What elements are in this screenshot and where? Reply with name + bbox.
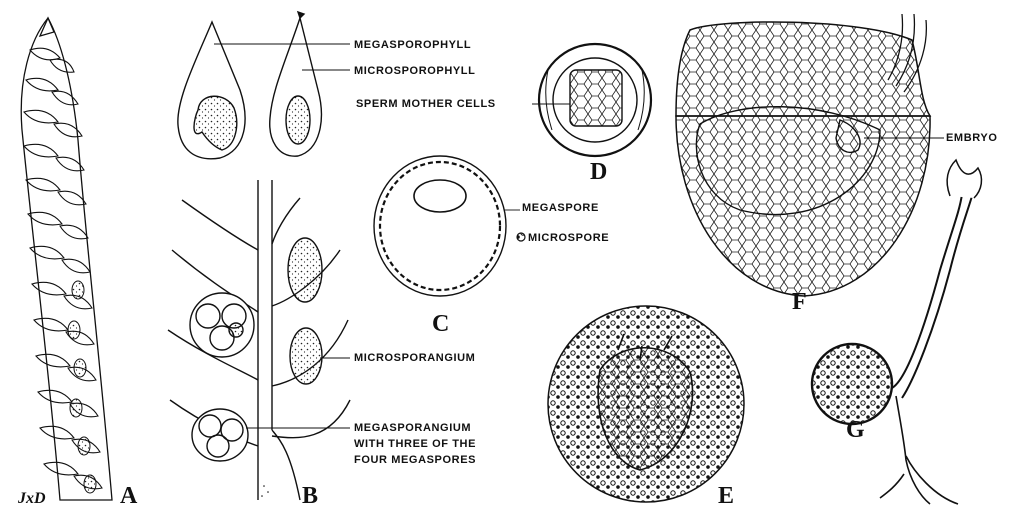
figure-a-strobilus bbox=[21, 18, 112, 500]
figure-letter-a: A bbox=[120, 484, 137, 508]
label-megasporangium-line1: MEGASPORANGIUM bbox=[354, 421, 471, 435]
figure-f-prothallus-embryo bbox=[676, 14, 944, 296]
figure-d-sperm-mother-cells bbox=[532, 44, 651, 156]
figure-letter-d: D bbox=[590, 160, 607, 184]
label-microspore: MICROSPORE bbox=[528, 231, 609, 245]
figure-letter-f: F bbox=[792, 290, 807, 314]
label-megasporangium-line3: FOUR MEGASPORES bbox=[354, 453, 476, 467]
figure-e-germinating-megaspore bbox=[548, 306, 744, 502]
label-megaspore: MEGASPORE bbox=[522, 201, 599, 215]
label-megasporangium-line2: WITH THREE OF THE bbox=[354, 437, 476, 451]
artist-signature: JxD bbox=[18, 490, 46, 508]
figure-c-megaspore bbox=[374, 156, 525, 296]
figure-letter-e: E bbox=[718, 484, 734, 508]
figure-letter-g: G bbox=[846, 418, 865, 442]
figure-letter-c: C bbox=[432, 312, 449, 336]
figure-letter-b: B bbox=[302, 484, 318, 508]
figure-b-sporophylls bbox=[168, 12, 350, 500]
label-megasporophyll: MEGASPOROPHYLL bbox=[354, 38, 471, 52]
label-sperm-mother-cells: SPERM MOTHER CELLS bbox=[356, 97, 496, 111]
label-microsporophyll: MICROSPOROPHYLL bbox=[354, 64, 475, 78]
label-microsporangium: MICROSPORANGIUM bbox=[354, 351, 475, 365]
label-embryo: EMBRYO bbox=[946, 131, 997, 145]
